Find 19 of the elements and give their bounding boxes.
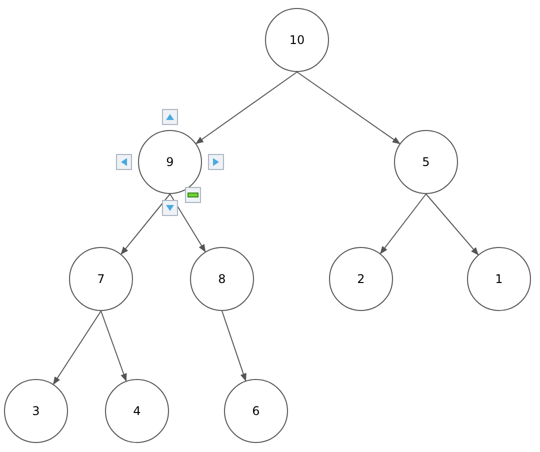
node-value: 5 (422, 155, 430, 169)
node-value: 3 (32, 404, 40, 418)
node-value: 9 (166, 155, 174, 169)
node-value: 6 (252, 404, 260, 418)
node-value: 1 (495, 272, 503, 286)
arrow (380, 194, 426, 254)
arrow (52, 310, 102, 385)
node-value: 7 (97, 272, 105, 286)
arrow (120, 194, 170, 255)
node-value: 8 (218, 272, 226, 286)
arrow (426, 194, 479, 256)
arrow (195, 72, 298, 144)
arrow (296, 72, 400, 144)
node-value: 2 (357, 272, 365, 286)
arrow (100, 310, 127, 382)
node-value: 10 (289, 33, 305, 47)
node-value: 4 (133, 404, 141, 418)
arrow (170, 194, 206, 252)
arrow (222, 310, 246, 382)
